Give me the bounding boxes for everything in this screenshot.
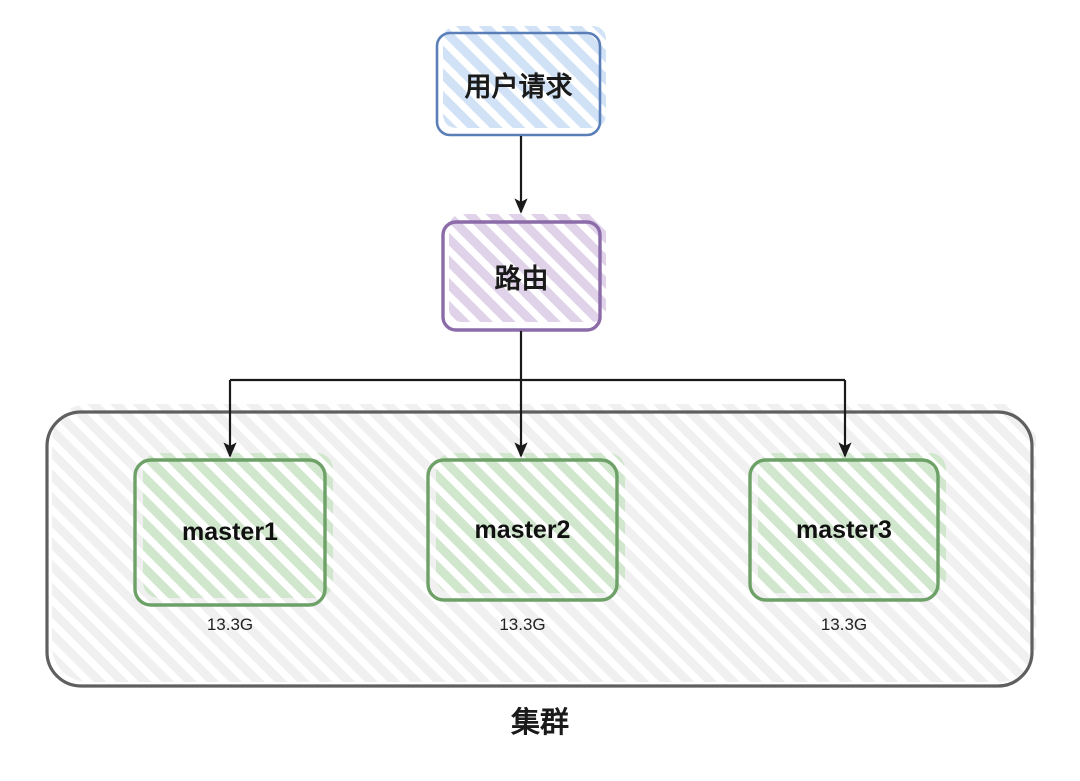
cluster-border[interactable] — [45, 410, 1034, 688]
master-3-border — [748, 458, 940, 602]
user-request-border — [435, 31, 602, 137]
master-2-border — [426, 458, 619, 602]
node-master-3[interactable] — [748, 453, 946, 602]
master-2-fill — [436, 453, 625, 593]
master-3-fill — [758, 453, 946, 593]
node-router[interactable] — [441, 214, 606, 332]
user-request-fill — [443, 26, 606, 128]
node-master-2[interactable] — [426, 453, 625, 602]
master-1-border — [133, 458, 327, 607]
node-user-request[interactable] — [435, 26, 606, 137]
router-border — [441, 220, 602, 332]
master-1-fill — [143, 453, 333, 598]
router-fill — [449, 214, 606, 322]
node-master-1[interactable] — [133, 453, 333, 607]
